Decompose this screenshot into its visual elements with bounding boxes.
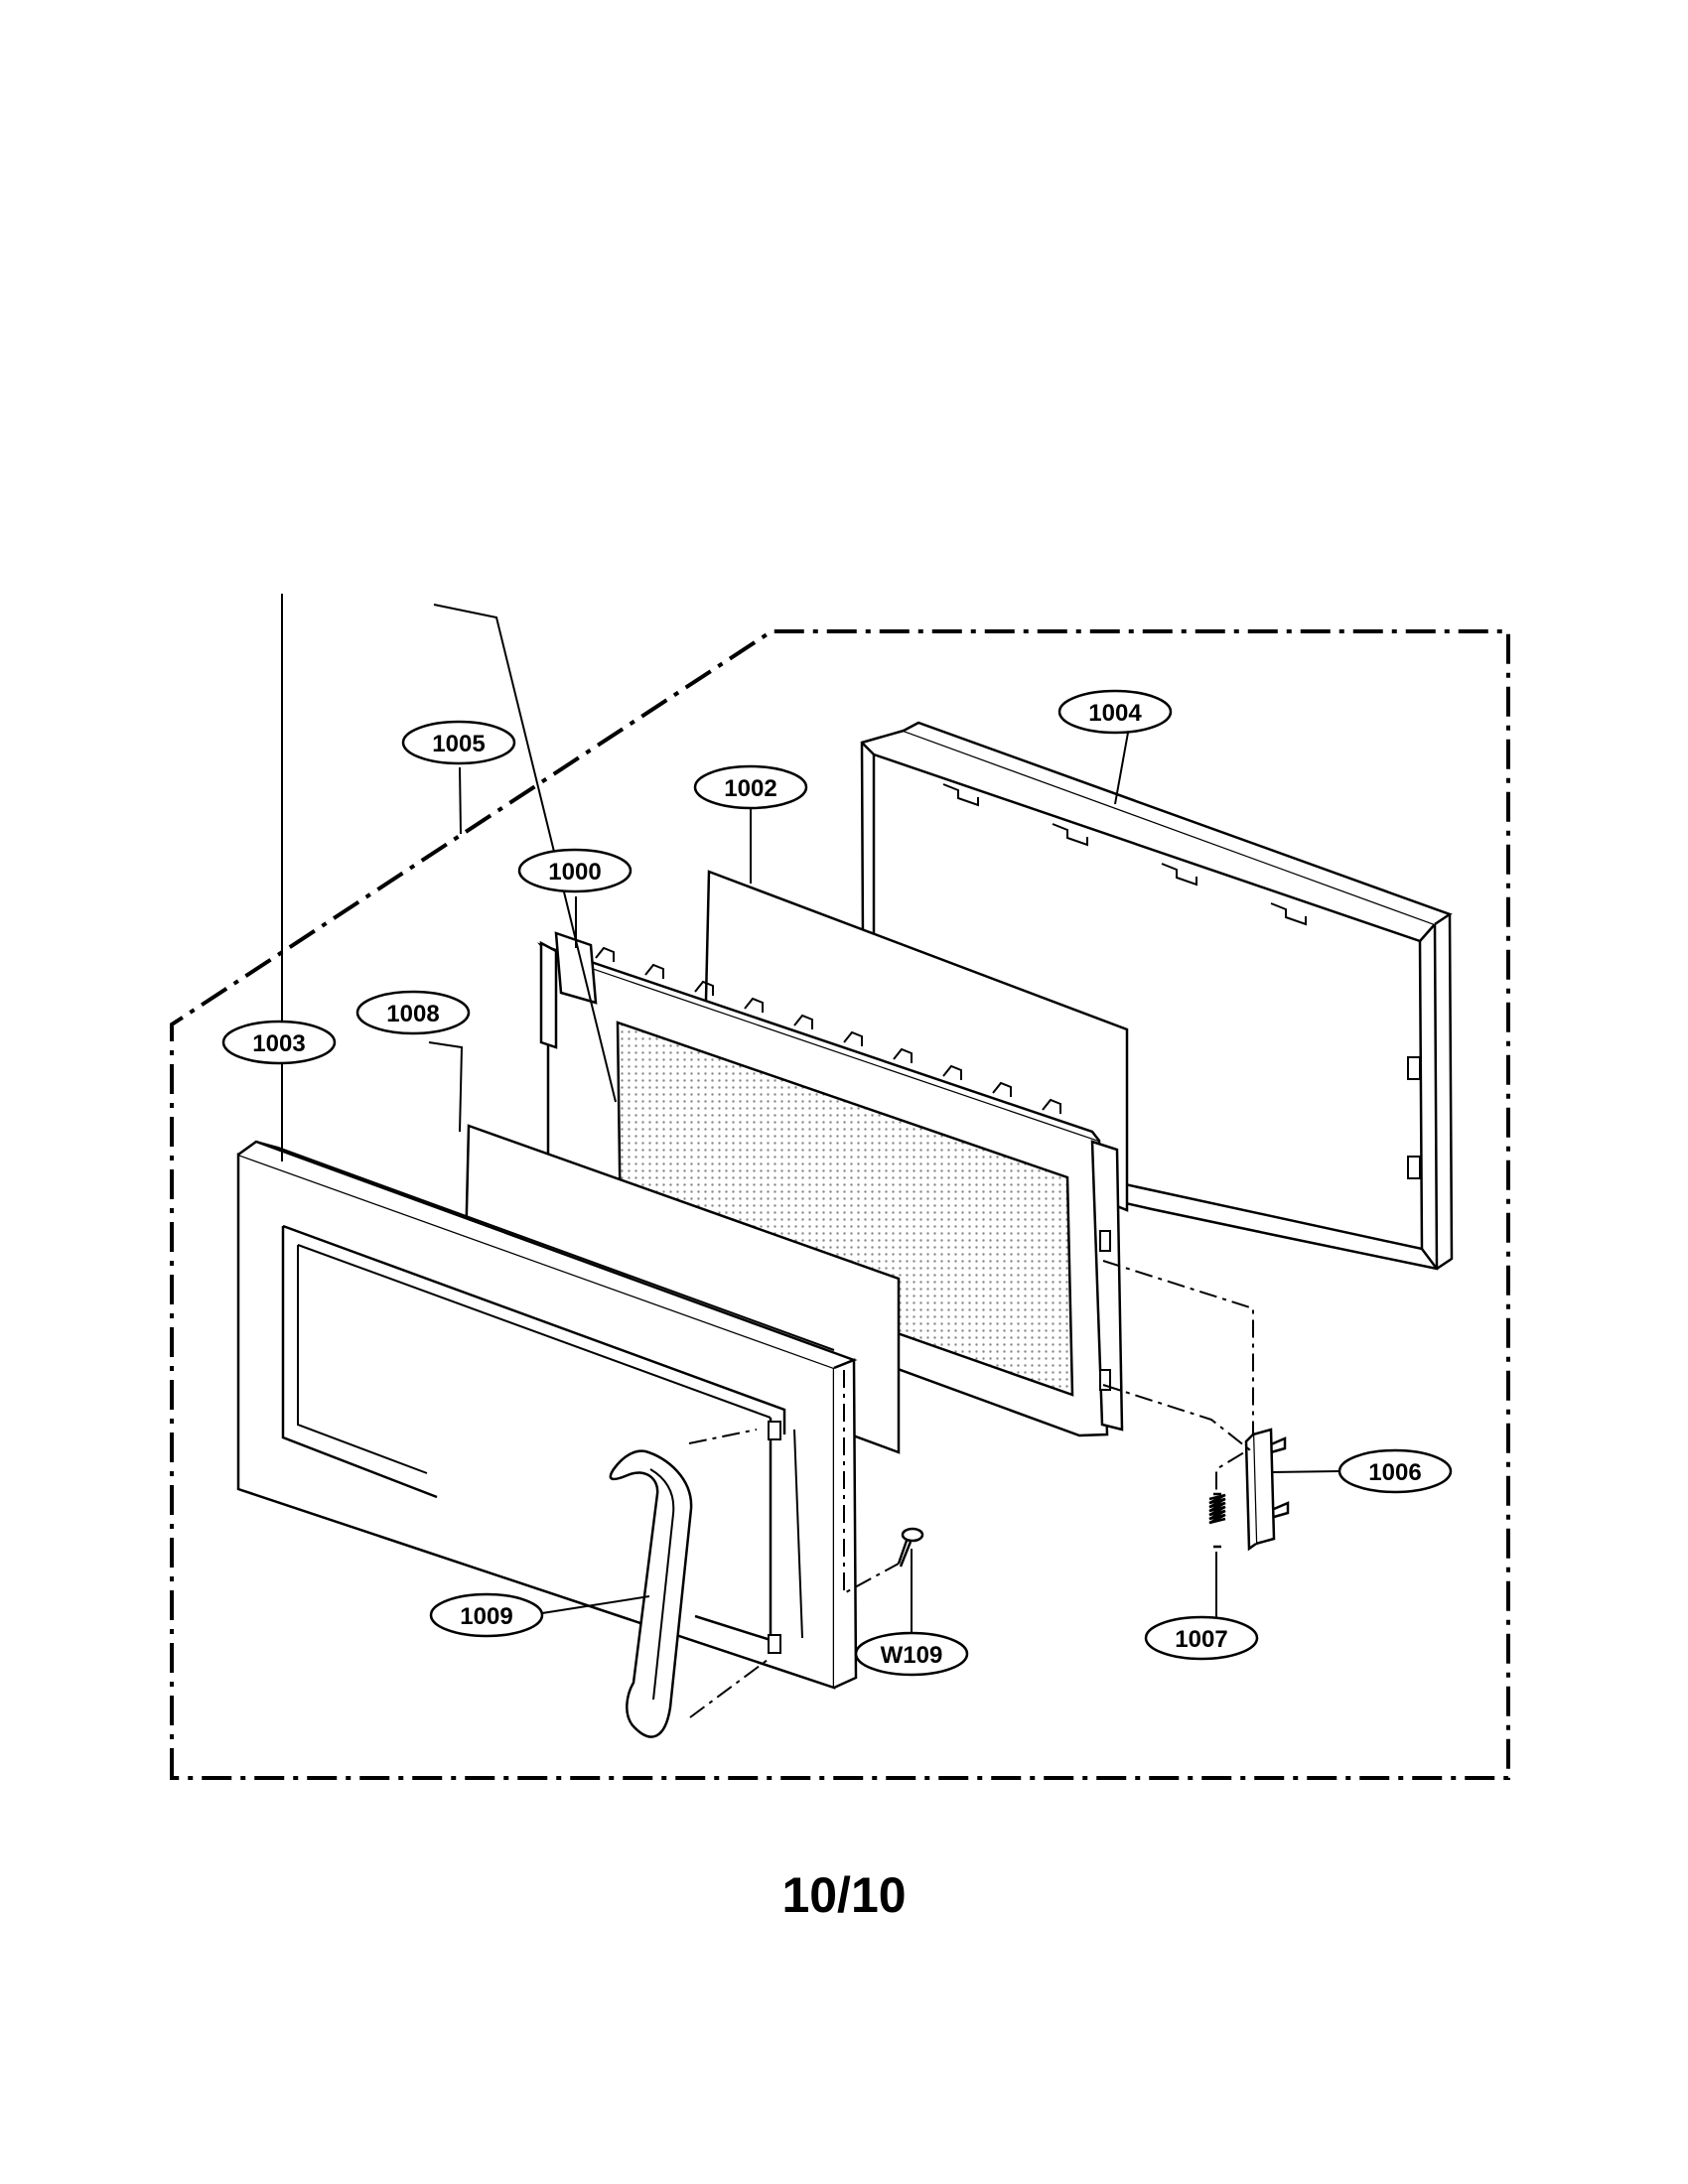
callout-1009: 1009 <box>429 1592 544 1638</box>
leader-lines <box>281 594 1340 1634</box>
assembly-guide-lines <box>688 1260 1254 1718</box>
callout-1002: 1002 <box>693 764 808 810</box>
callout-label: 1000 <box>548 859 601 886</box>
callout-label: 1005 <box>432 731 485 757</box>
part-w109-screw <box>897 1527 924 1568</box>
callout-label: 1009 <box>460 1603 512 1630</box>
callout-1008: 1008 <box>355 990 471 1035</box>
callout-label: 1008 <box>386 1001 439 1027</box>
callout-1006: 1006 <box>1337 1448 1453 1494</box>
callout-1007: 1007 <box>1144 1615 1259 1661</box>
callout-label: 1002 <box>724 775 776 802</box>
callout-label: 1003 <box>252 1030 305 1057</box>
callout-label: 1006 <box>1368 1459 1421 1486</box>
part-1000-inner-door-panel <box>536 931 1124 1437</box>
callout-w109: W109 <box>854 1631 969 1677</box>
page-number: 10/10 <box>781 1867 907 1923</box>
callout-1000: 1000 <box>517 848 633 893</box>
callout-label: 1004 <box>1088 700 1142 727</box>
callout-label: 1007 <box>1175 1626 1227 1653</box>
part-1009-door-handle <box>609 1449 693 1738</box>
callout-label: W109 <box>881 1642 943 1669</box>
part-1006-latch-hook <box>1244 1428 1290 1552</box>
callout-1004: 1004 <box>1057 689 1173 735</box>
callout-1005: 1005 <box>401 720 516 765</box>
callout-1003: 1003 <box>221 1020 337 1065</box>
part-1007-spring <box>1208 1492 1226 1549</box>
